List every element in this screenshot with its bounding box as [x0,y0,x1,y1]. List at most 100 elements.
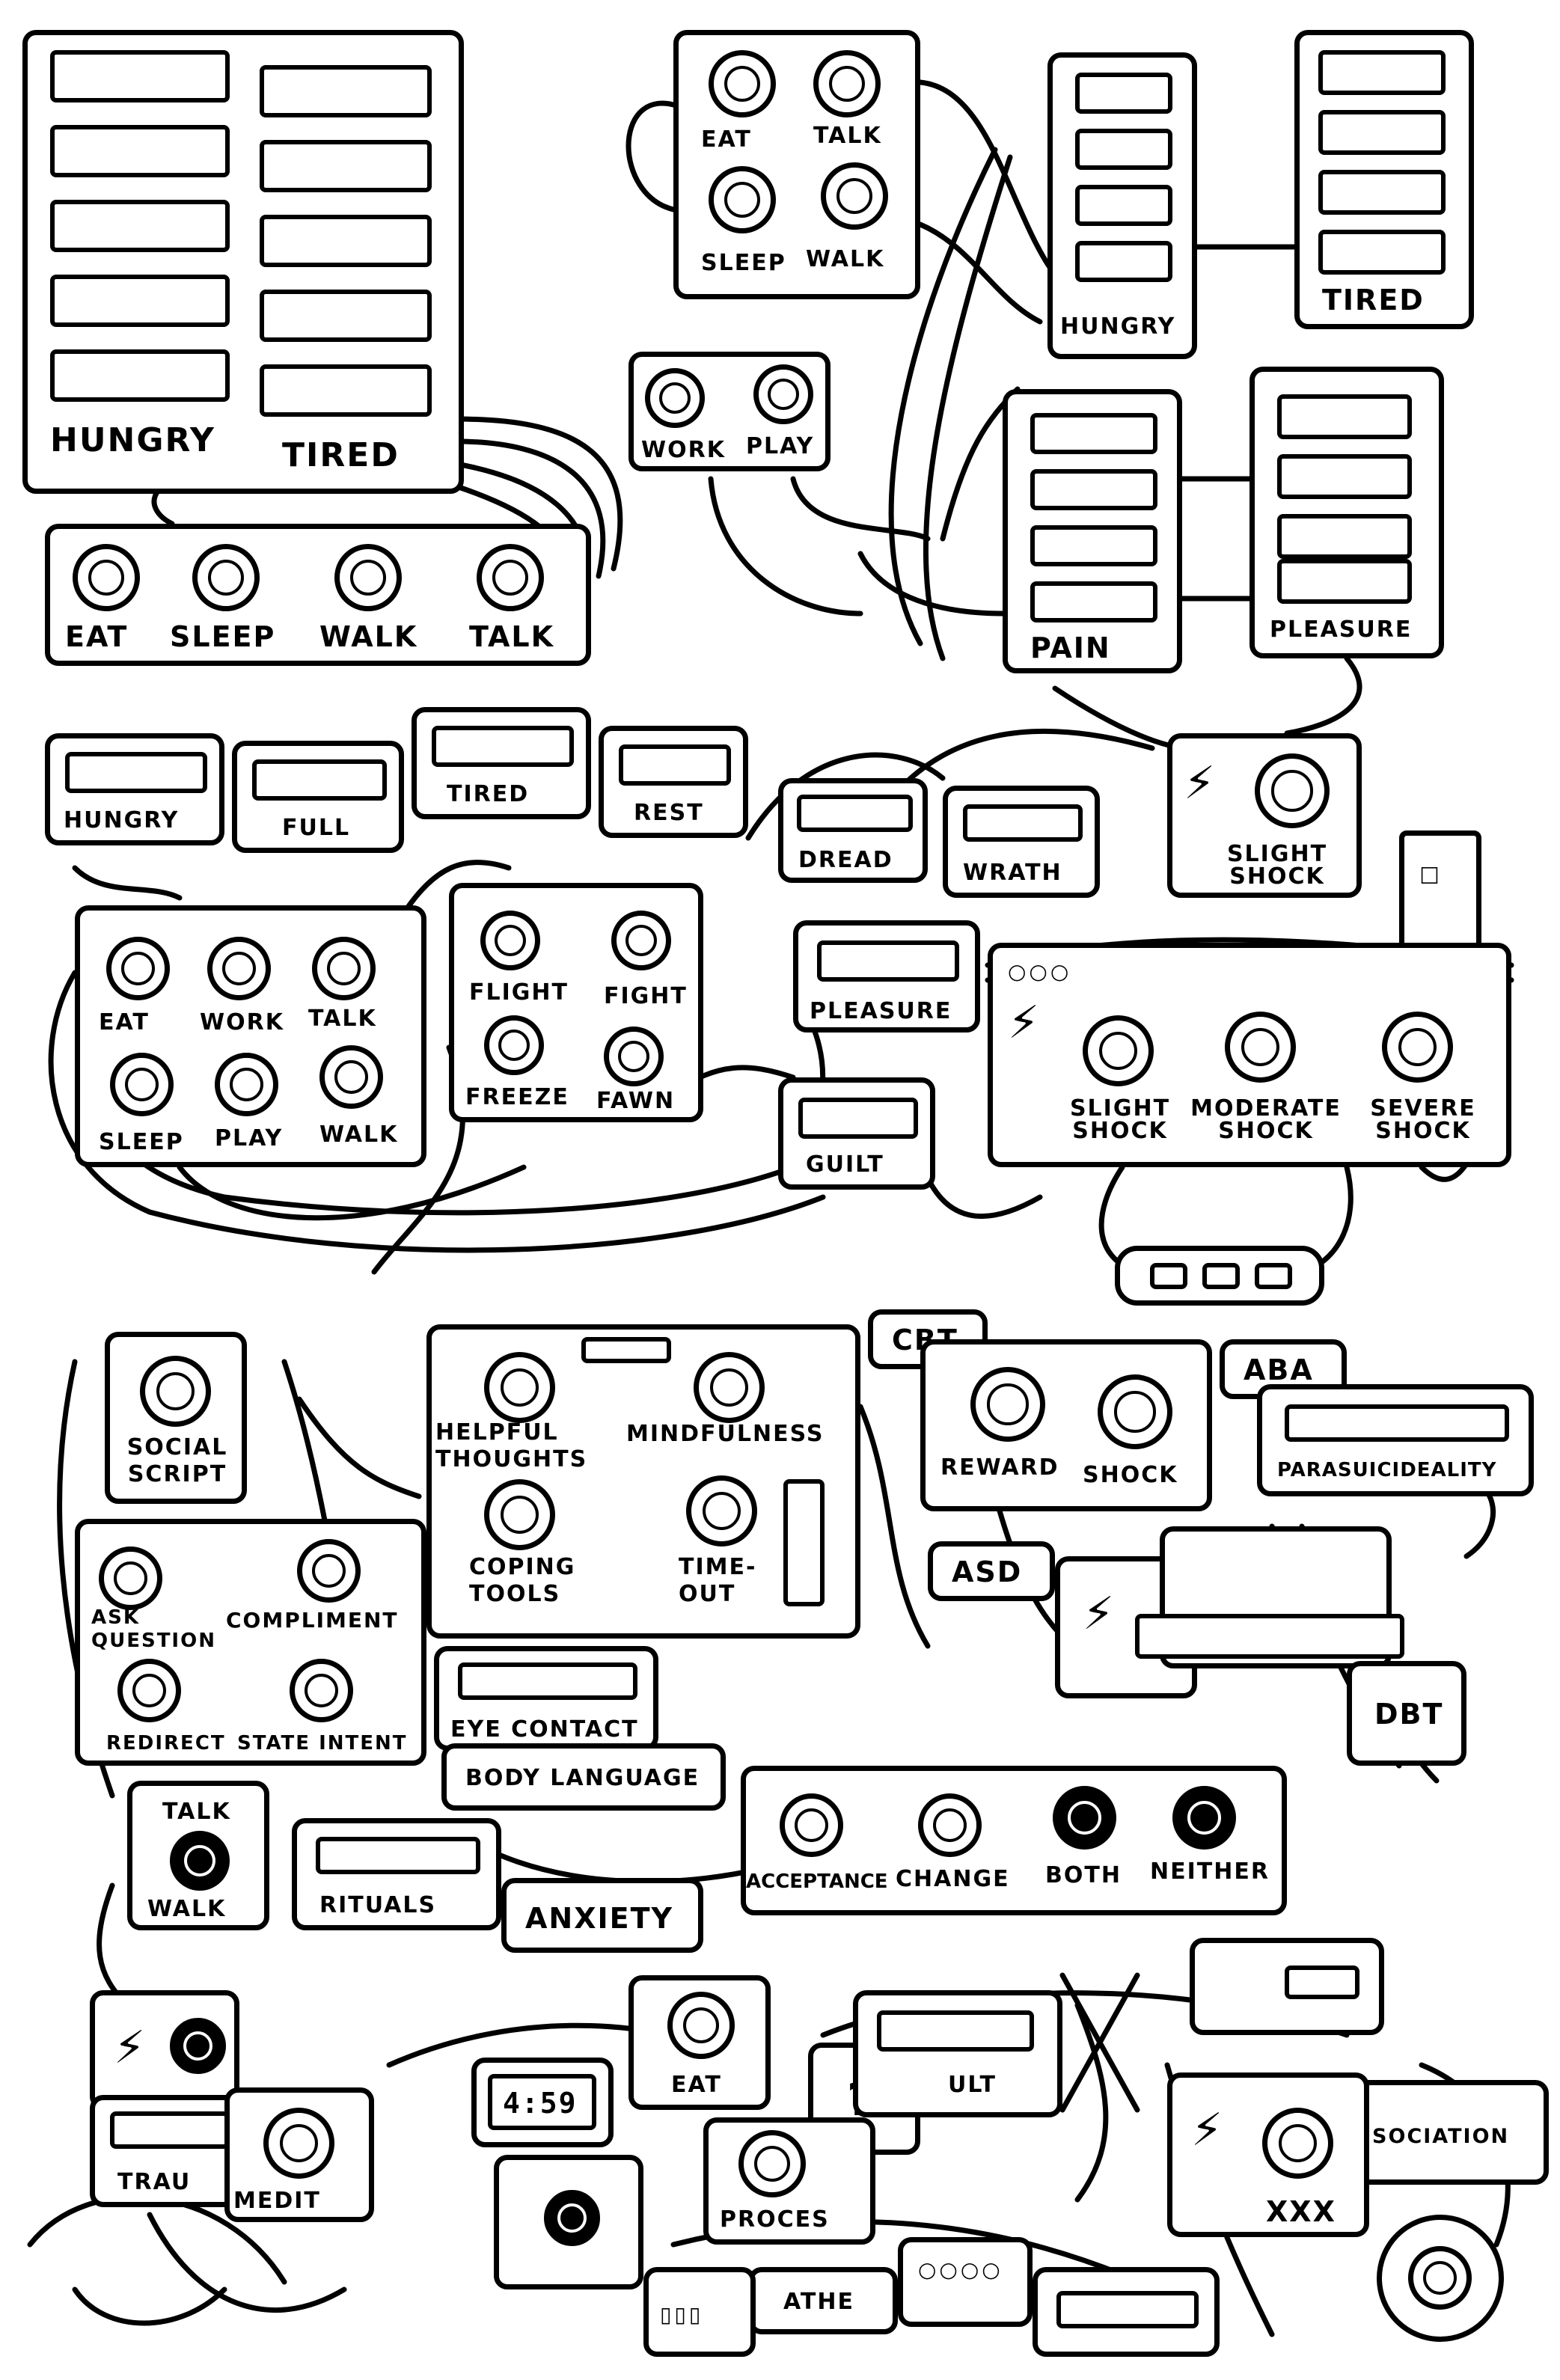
hungry-gauge-board: HUNGRY [1047,52,1197,359]
pain-gauge-board: PAIN [1003,389,1182,673]
full-meter: FULL [232,741,404,853]
xxx-knob[interactable] [1262,2108,1333,2179]
trau-label: TRAU [117,2169,192,2195]
acceptance-knob[interactable] [780,1793,843,1857]
gauge-slot [260,364,432,417]
gauge-slot [1075,73,1172,114]
walk-knob[interactable] [821,162,888,230]
calendar-icon: ☐ [1399,830,1481,950]
slight-shock-knob[interactable] [1255,753,1330,828]
vertical-slider[interactable] [783,1479,825,1606]
sleep-knob[interactable] [709,166,776,233]
tired-label: TIRED [1322,284,1425,316]
sleep-knob[interactable] [192,544,260,611]
time-out-label: TIME- OUT [679,1554,757,1607]
walk-knob[interactable] [170,1831,230,1891]
athe-tag: ATHE [748,2267,898,2334]
flight-knob[interactable] [480,911,540,970]
body-language-label: BODY LANGUAGE [465,1765,700,1791]
dark-knob[interactable] [544,2190,600,2246]
reward-knob[interactable] [970,1367,1045,1442]
talk-label: TALK [162,1799,231,1825]
parasuicideality-meter: PARASUICIDEALITY [1257,1384,1534,1496]
body-language-tag: BODY LANGUAGE [441,1743,726,1811]
shock-knob[interactable] [170,2018,226,2074]
freeze-knob[interactable] [484,1015,544,1075]
moderate-shock-knob[interactable] [1225,1012,1296,1083]
fawn-knob[interactable] [604,1027,664,1086]
gauge-slot [1135,1614,1404,1659]
gauge-slot [1285,1966,1359,1999]
medit-knob[interactable] [263,2108,334,2179]
state-intent-knob[interactable] [290,1659,353,1722]
gauge-slot [1056,2291,1199,2328]
walk-label: WALK [319,1122,399,1148]
work-knob[interactable] [207,937,271,1000]
gauge-slot [1318,110,1446,155]
eat-label: EAT [701,126,752,153]
play-knob[interactable] [753,364,813,424]
severe-shock-knob[interactable] [1382,1012,1453,1083]
change-knob[interactable] [918,1793,982,1857]
shock-knob[interactable] [1098,1374,1172,1449]
gauge-slot [110,2111,230,2149]
social-script-knob[interactable] [140,1356,211,1427]
gauge-slot [50,50,230,103]
sleep-label: SLEEP [170,620,276,653]
talk-walk-board: TALK WALK [127,1781,269,1930]
slight-shock-knob[interactable] [1083,1015,1154,1086]
coping-tools-knob[interactable] [484,1479,555,1550]
pleasure-gauge-board: PLEASURE [1249,367,1444,658]
severe-shock-label: SEVERE SHOCK [1370,1095,1476,1144]
pleasure-label: PLEASURE [810,998,952,1024]
walk-knob[interactable] [334,544,402,611]
sleep-knob[interactable] [110,1053,174,1116]
gauge-slot [260,215,432,267]
play-label: PLAY [746,433,815,459]
mindfulness-knob[interactable] [694,1352,765,1423]
eat-knob[interactable] [667,1992,735,2059]
helpful-thoughts-knob[interactable] [484,1352,555,1423]
redirect-label: REDIRECT [106,1732,226,1755]
gauge-slot [877,2010,1034,2052]
eat-knob[interactable] [73,544,140,611]
gauge-slot [1030,413,1157,454]
neither-knob[interactable] [1172,1786,1236,1850]
battery-slot-board [1135,1526,1404,1668]
talk-knob[interactable] [813,50,881,117]
proces-knob[interactable] [738,2130,806,2197]
talk-label: TALK [469,620,555,653]
gauge-slot [1075,185,1172,226]
social-script-label: SOCIAL SCRIPT [126,1434,228,1487]
battery-box [1190,1938,1384,2035]
redirect-knob[interactable] [117,1659,181,1722]
work-knob[interactable] [645,368,705,428]
medit-board: MEDIT [224,2087,374,2222]
response-knob-board: FLIGHT FIGHT FREEZE FAWN [449,883,703,1122]
therapy-knob-board: HELPFUL THOUGHTS MINDFULNESS COPING TOOL… [426,1324,860,1639]
domino-box: ▯▯▯ [643,2267,756,2357]
gear-box [1377,2215,1504,2342]
xxx-label: XXX [1266,2195,1336,2228]
walk-knob[interactable] [319,1045,383,1109]
talk-knob[interactable] [312,937,376,1000]
both-knob[interactable] [1053,1786,1116,1850]
gauge-slot [260,65,432,117]
hungry-meter: HUNGRY [45,733,224,845]
walk-label: WALK [806,246,885,272]
talk-knob[interactable] [477,544,544,611]
lightning-icon: ⚡ [1191,2104,1223,2156]
compliment-knob[interactable] [297,1539,361,1603]
ask-question-knob[interactable] [99,1547,162,1610]
xxx-board: ⚡ XXX [1167,2072,1369,2237]
wrath-label: WRATH [963,860,1062,886]
time-out-knob[interactable] [686,1475,757,1547]
eat-knob[interactable] [709,50,776,117]
gauge-slot [50,200,230,252]
clock-display [488,2074,596,2130]
eat-label: EAT [671,2072,722,2098]
walk-label: WALK [147,1896,227,1922]
play-knob[interactable] [215,1053,278,1116]
fight-knob[interactable] [611,911,671,970]
eat-knob[interactable] [106,937,170,1000]
